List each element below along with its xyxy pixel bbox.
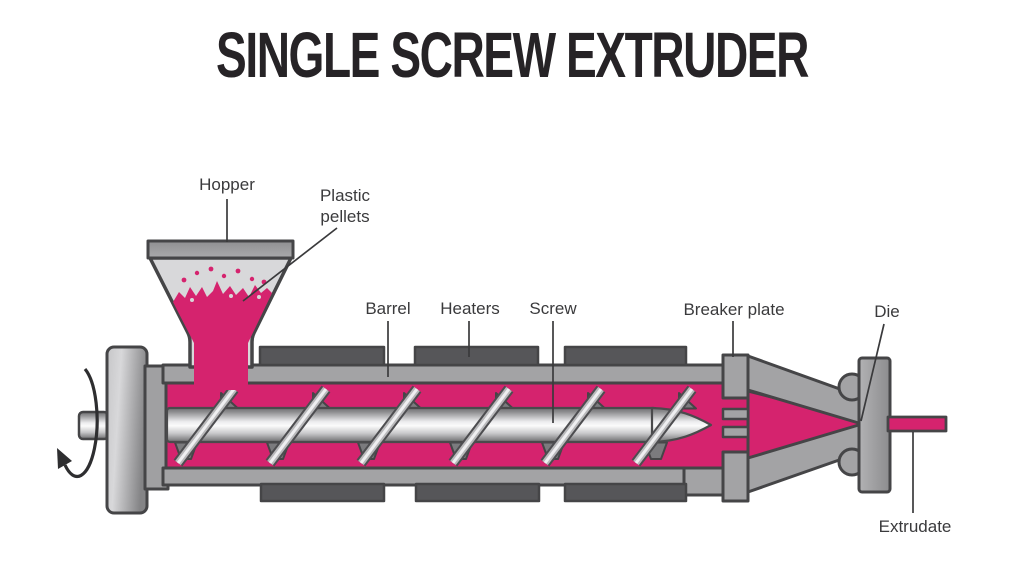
label-die: Die [874,302,900,321]
bearing-plate [105,345,149,515]
plastic-pellets-fill [173,281,272,390]
drive-group [77,345,170,515]
label-heaters: Heaters [440,299,500,318]
screw-flight [173,385,239,467]
screw-flight [540,385,606,467]
label-plastic-pellets: Plastic pellets [319,186,371,226]
breaker-plate-slat [721,407,750,421]
pellet-speckles [181,266,267,285]
extrudate-strand [886,415,948,433]
screw-flight [448,385,514,467]
barrel-end-step [682,466,725,497]
screw-flight [265,385,331,467]
heaters-group [258,345,688,503]
heater-block [259,482,386,503]
screw-flight [631,385,697,467]
screw-flights [173,385,697,467]
die-plate [857,356,892,494]
drive-shaft [77,410,110,441]
heater-block [563,345,688,367]
label-screw: Screw [529,299,577,318]
breaker-plate-slat [721,425,750,439]
page-title: SINGLE SCREW EXTRUDER [216,19,809,91]
leader-lines [226,199,914,513]
heater-block [258,345,386,367]
rotation-arrow [57,367,99,479]
pellet-gaps [190,294,261,302]
barrel-bottom-wall [161,466,725,487]
heater-block [413,345,540,367]
die-group [746,354,948,494]
label-extrudate: Extrudate [878,517,952,536]
heater-block [414,482,541,503]
breaker-plate-top [721,353,750,400]
label-barrel: Barrel [365,299,411,318]
breaker-plate-bottom [721,450,750,503]
heater-block [563,482,688,503]
hopper-rim [146,239,295,260]
screw-group [165,385,713,467]
leader-line-die [860,323,885,422]
screw-flight [356,385,422,467]
leader-line-plastic-pellets [242,227,338,302]
hopper-group [146,239,295,390]
breaker-plate-group [721,353,750,503]
label-hopper: Hopper [199,175,255,194]
label-breaker-plate: Breaker plate [683,300,785,319]
